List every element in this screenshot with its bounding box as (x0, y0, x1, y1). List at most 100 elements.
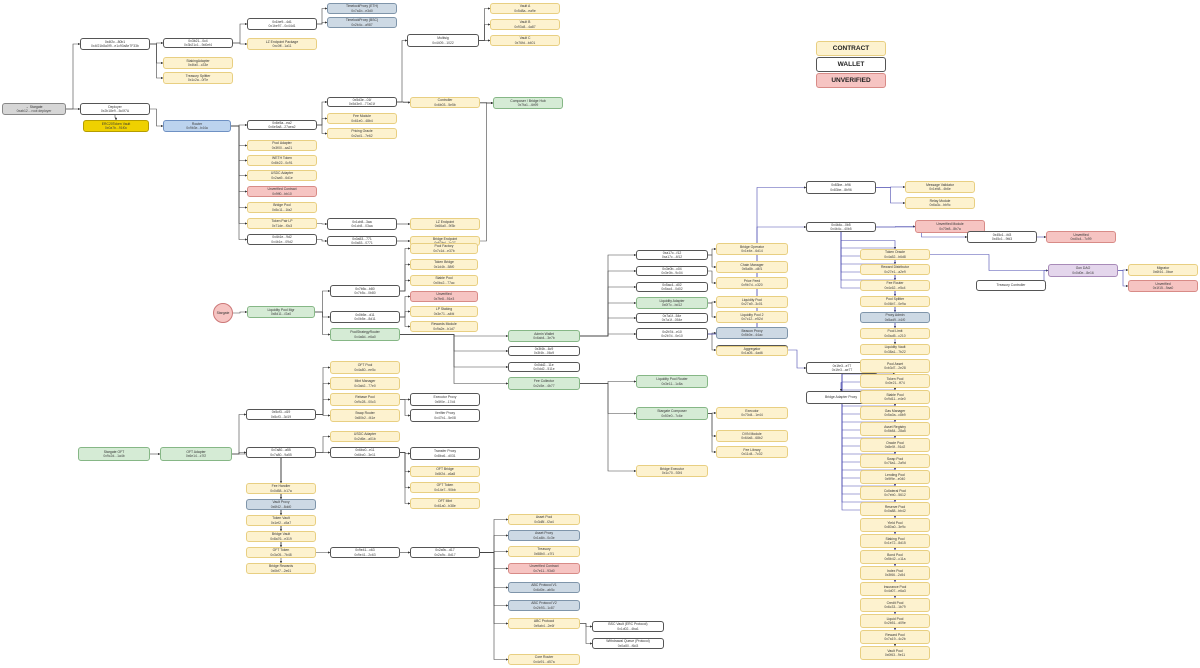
node-r5[interactable]: Bridge Adapter Proxy (806, 391, 876, 404)
node-k0[interactable]: Stargate (213, 303, 233, 323)
node-f1[interactable]: TimelockProxy (ETH)0x7a1b...e3d0 (327, 3, 397, 14)
node-u2[interactable]: Treasury Controller (976, 280, 1046, 291)
node-dd2[interactable]: Withdrawal Queue (Protocol)0x0a80...f6d3 (592, 638, 664, 649)
node-dd1[interactable]: BSC Vault (ERC Protocol)0x1d02...4ba1 (592, 621, 664, 632)
